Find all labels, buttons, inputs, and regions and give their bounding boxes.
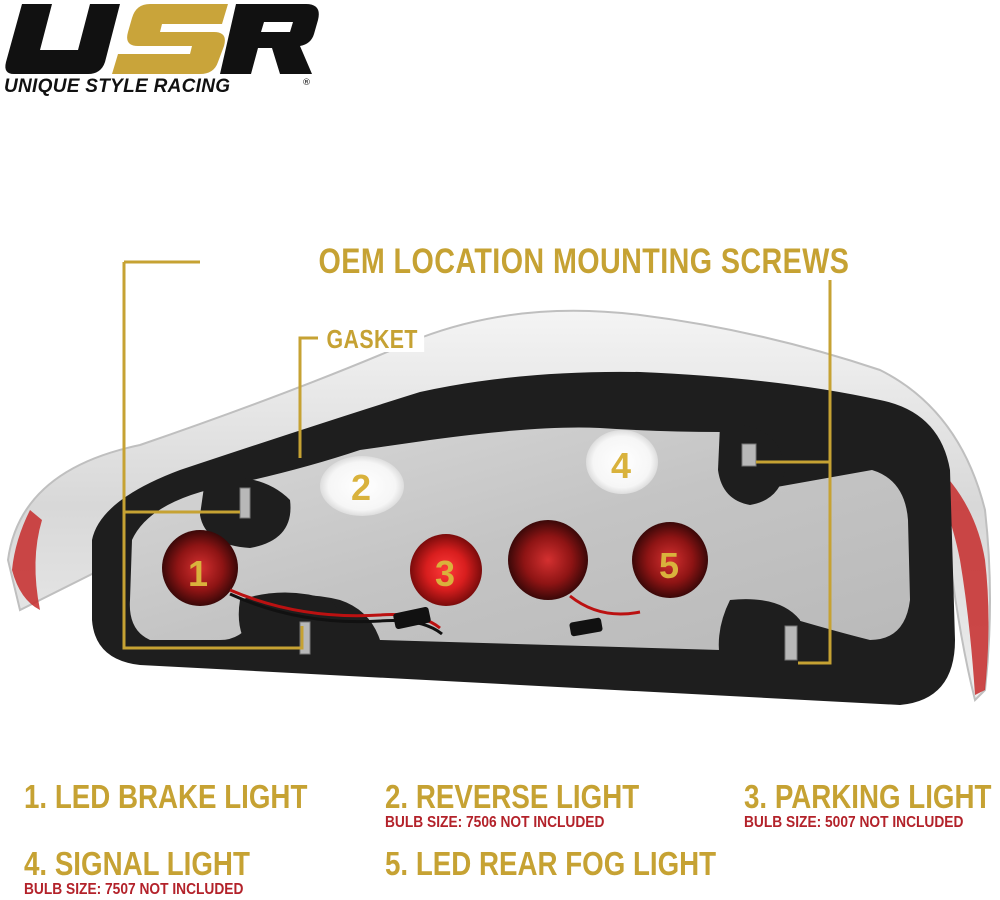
usr-logo-icon xyxy=(5,4,319,74)
reverse-light-area xyxy=(320,456,404,516)
gasket-label: GASKET xyxy=(320,326,425,352)
mounting-screws-label: OEM LOCATION MOUNTING SCREWS xyxy=(312,244,856,280)
bulb-socket-center xyxy=(508,520,588,600)
legend-bulb-reverse: BULB SIZE: 7506 NOT INCLUDED xyxy=(385,814,605,831)
signal-light-area xyxy=(586,430,658,494)
legend-item-fog: 5. LED REAR FOG LIGHT xyxy=(385,845,717,882)
bulb-number-2: 2 xyxy=(351,467,372,508)
bulb-number-3: 3 xyxy=(435,553,456,594)
parking-light-socket xyxy=(410,534,482,606)
bulb-number-4: 4 xyxy=(611,445,632,486)
brake-light-socket xyxy=(162,530,238,606)
bulb-number-5: 5 xyxy=(659,545,680,586)
registered-mark: ® xyxy=(302,78,311,88)
bulb-number-1: 1 xyxy=(188,553,209,594)
legend-bulb-parking: BULB SIZE: 5007 NOT INCLUDED xyxy=(744,814,964,831)
legend-item-signal: 4. SIGNAL LIGHT xyxy=(24,845,250,882)
mounting-screw-icon xyxy=(239,443,798,661)
legend-item-brake: 1. LED BRAKE LIGHT xyxy=(24,778,308,815)
legend-bulb-signal: BULB SIZE: 7507 NOT INCLUDED xyxy=(24,881,244,898)
brand-name: UNIQUE STYLE RACING xyxy=(4,76,231,97)
legend-item-parking: 3. PARKING LIGHT xyxy=(744,778,992,815)
red-lens-edge-left xyxy=(12,510,42,610)
red-lens-edge-right xyxy=(925,460,989,695)
fog-light-socket xyxy=(632,522,708,598)
legend-item-reverse: 2. REVERSE LIGHT xyxy=(385,778,640,815)
